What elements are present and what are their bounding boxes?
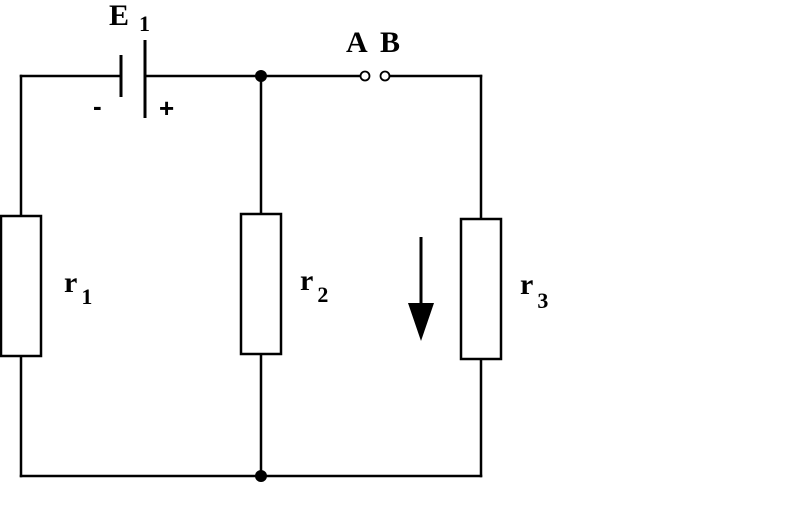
terminal-b-label: B [380, 26, 400, 59]
resistor-r2-body [239, 212, 283, 356]
resistor-r3-body [459, 217, 503, 361]
arrow-down-icon [408, 237, 434, 341]
junction-bottom [255, 470, 267, 482]
battery-minus-sign: - [93, 91, 102, 121]
wires [19, 74, 483, 478]
battery-plus-sign: + [159, 93, 174, 123]
resistor-r1-body [0, 214, 43, 358]
terminal-a [359, 70, 371, 82]
terminal-b [379, 70, 391, 82]
terminal-a-label: A [346, 26, 368, 59]
junction-top [255, 70, 267, 82]
arrow-head [408, 303, 434, 341]
switch-ab: A B [346, 26, 400, 82]
